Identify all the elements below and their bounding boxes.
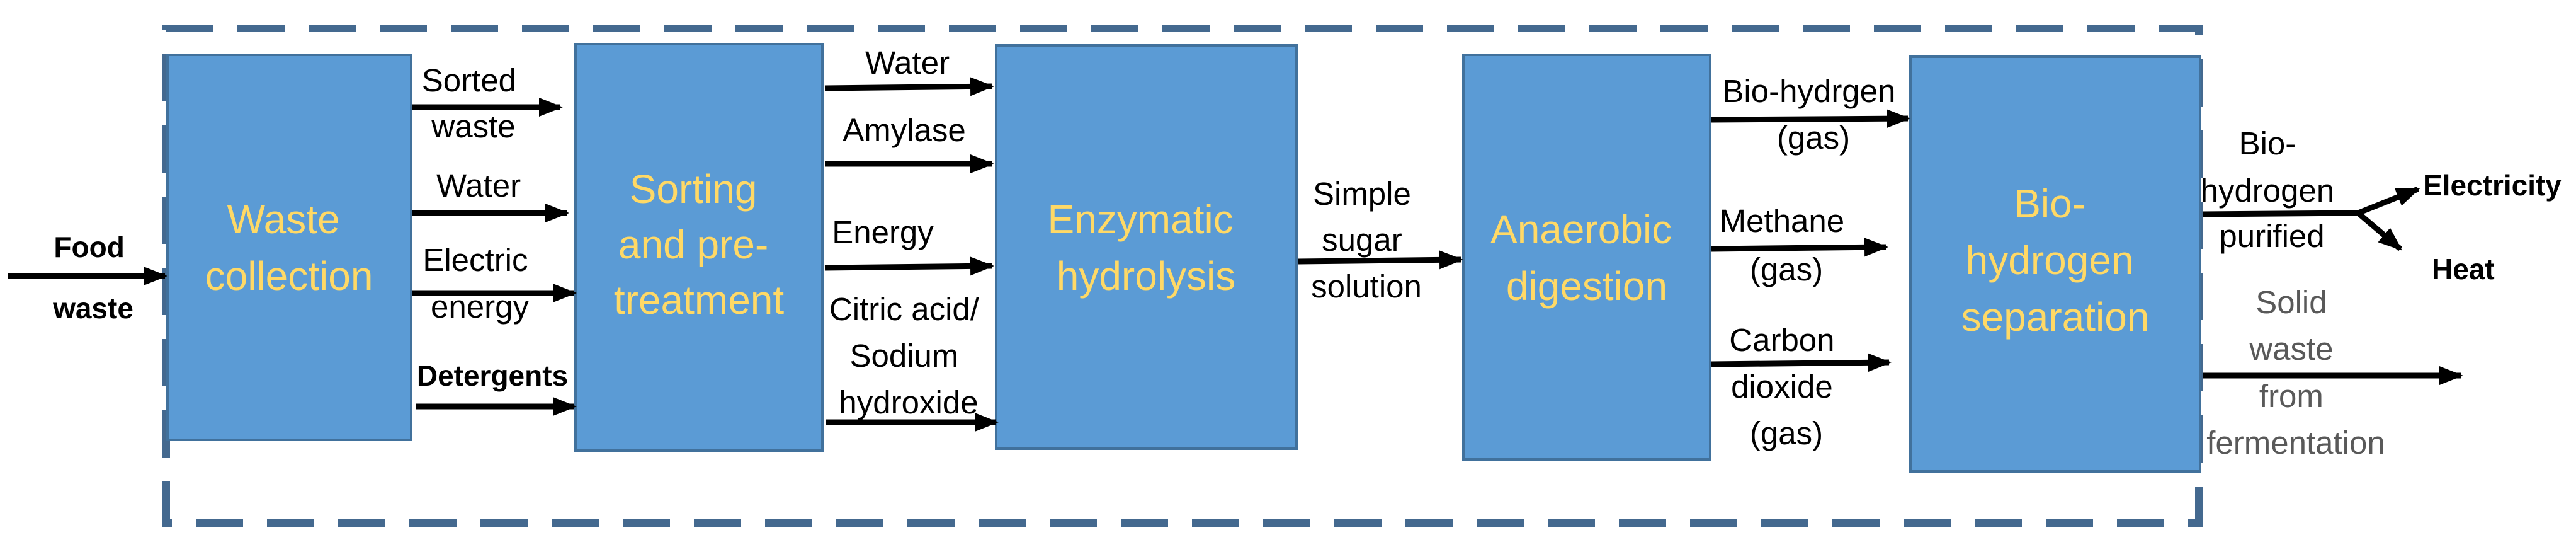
sorting-label-2: and pre- (618, 222, 768, 267)
bio-hydrogen-purified-label-1: Bio- (2239, 125, 2296, 161)
carbon-dioxide-label-1: Carbon (1729, 322, 1834, 358)
separation-label-1: Bio- (2014, 181, 2085, 226)
citric-acid-flow: Citric acid/ Sodium hydroxide (826, 291, 999, 432)
sorted-waste-flow: Sorted waste (412, 62, 563, 144)
electric-energy-label-2: energy (431, 289, 529, 325)
waste-collection-box: Waste collection (166, 54, 412, 441)
enzymatic-hydrolysis-box: Enzymatic hydrolysis (995, 44, 1298, 450)
sorting-label-3: treatment (614, 277, 785, 323)
detergents-label: Detergents (417, 359, 568, 392)
carbon-dioxide-flow: Carbon dioxide (gas) (1711, 322, 1892, 451)
simple-sugar-flow: Simple sugar solution (1298, 176, 1463, 304)
carbon-dioxide-label-2: dioxide (1731, 369, 1833, 405)
water-label-1: Water (436, 168, 521, 204)
methane-label-1: Methane (1720, 203, 1844, 239)
svg-text:Anaerobic digestion: Anaerobic digestion (1490, 207, 1683, 309)
bio-hydrogen-gas-label-2: (gas) (1777, 120, 1850, 156)
svg-text:Waste collection: Waste collection (205, 197, 373, 299)
bio-hydrogen-gas-flow: Bio-hydrgen (gas) (1711, 73, 1910, 156)
sorted-waste-label-1: Sorted (422, 62, 516, 98)
citric-acid-label-3: hydroxide (839, 384, 978, 420)
separation-label-3: separation (1961, 294, 2150, 340)
svg-text:Simple sugar solut: Simple sugar solution (1311, 176, 1422, 304)
svg-text:Sorting and pre- t: Sorting and pre- treatment (614, 166, 785, 323)
water-flow-2: Water (824, 45, 994, 96)
solid-waste-label-3: from (2259, 378, 2324, 414)
waste-collection-label-2: collection (205, 253, 373, 299)
bio-hydrogen-separation-box: Bio- hydrogen separation (1909, 55, 2201, 473)
simple-sugar-label-2: sugar (1322, 222, 1402, 258)
electric-energy-label-1: Electric (423, 242, 528, 278)
svg-text:Solid waste from: Solid waste from fermentation (2206, 284, 2385, 461)
energy-flow: Energy (824, 214, 994, 276)
electric-energy-flow: Electric energy (412, 242, 577, 325)
waste-collection-label-1: Waste (227, 197, 340, 242)
anaerobic-label-2: digestion (1506, 263, 1667, 309)
svg-text:Sorted waste: Sorted waste (422, 62, 525, 144)
solid-waste-flow: Solid waste from fermentation (2203, 284, 2463, 461)
solid-waste-label-1: Solid (2255, 284, 2327, 320)
enzymatic-label-2: hydrolysis (1057, 253, 1236, 299)
electricity-label: Electricity (2423, 169, 2562, 202)
svg-text:Carbon dioxide (ga: Carbon dioxide (gas) (1729, 322, 1843, 451)
solid-waste-label-2: waste (2249, 331, 2333, 367)
svg-text:Bio- hydrogen puri: Bio- hydrogen purified (2201, 125, 2344, 254)
svg-text:Food waste: Food waste (52, 231, 133, 325)
amylase-label: Amylase (843, 112, 966, 148)
carbon-dioxide-label-3: (gas) (1750, 415, 1823, 451)
bio-hydrogen-purified-flow: Bio- hydrogen purified Electricity Heat (2201, 125, 2562, 285)
methane-label-2: (gas) (1750, 251, 1823, 287)
solid-waste-label-4: fermentation (2206, 425, 2385, 461)
svg-text:Electric energy: Electric energy (423, 242, 536, 325)
methane-flow: Methane (gas) (1711, 203, 1888, 287)
enzymatic-label-1: Enzymatic (1048, 197, 1234, 242)
energy-label: Energy (832, 214, 934, 250)
svg-text:Methane (gas): Methane (gas) (1720, 203, 1854, 287)
svg-text:Citric acid/ Sodium: Citric acid/ Sodium hydroxide (829, 291, 988, 420)
sorted-waste-label-2: waste (431, 108, 515, 144)
food-waste-label-1: Food (54, 231, 124, 263)
bio-hydrogen-gas-label-1: Bio-hydrgen (1722, 73, 1895, 109)
food-waste-input: Food waste (8, 231, 167, 325)
anaerobic-label-1: Anaerobic (1490, 207, 1672, 252)
svg-text:Bio-hydrgen (gas): Bio-hydrgen (gas) (1722, 73, 1904, 156)
water-label-2: Water (865, 45, 950, 81)
sorting-label-1: Sorting (630, 166, 757, 212)
separation-label-2: hydrogen (1966, 238, 2134, 283)
bio-hydrogen-purified-label-2: hydrogen (2201, 173, 2335, 209)
water-flow-1: Water (412, 168, 569, 222)
detergents-flow: Detergents (416, 359, 577, 416)
bio-hydrogen-purified-label-3: purified (2219, 218, 2324, 254)
amylase-flow: Amylase (825, 112, 994, 173)
svg-text:Bio- hydrogen sepa: Bio- hydrogen separation (1961, 181, 2150, 340)
food-waste-label-2: waste (52, 292, 133, 325)
citric-acid-label-2: Sodium (849, 338, 958, 374)
heat-label: Heat (2432, 253, 2495, 285)
simple-sugar-label-1: Simple (1313, 176, 1411, 212)
svg-text:Enzymatic hydrolysis: Enzymatic hydrolysis (1048, 197, 1245, 299)
simple-sugar-label-3: solution (1311, 268, 1422, 304)
sorting-pretreatment-box: Sorting and pre- treatment (574, 43, 824, 452)
anaerobic-digestion-box: Anaerobic digestion (1462, 54, 1711, 461)
citric-acid-label-1: Citric acid/ (829, 291, 980, 327)
